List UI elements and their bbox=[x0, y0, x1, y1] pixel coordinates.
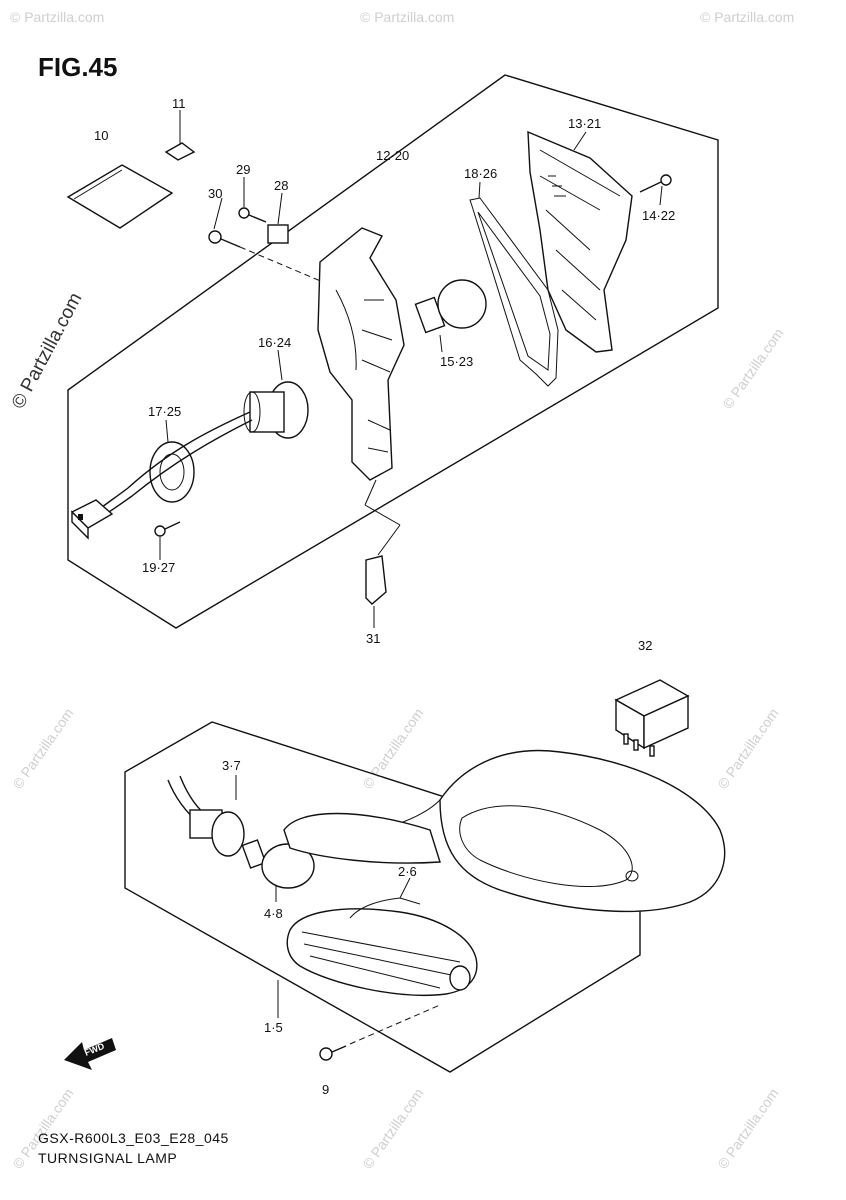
callout-3-7: 3·7 bbox=[222, 758, 241, 773]
wire-harness bbox=[95, 411, 251, 513]
rear-assembly-outline bbox=[124, 721, 641, 1073]
watermark-side: © Partzilla.com bbox=[8, 289, 87, 412]
callout-13-21: 13·21 bbox=[568, 116, 601, 131]
lens-gasket-part bbox=[469, 197, 559, 387]
grommet-part bbox=[149, 441, 195, 503]
callout-11: 11 bbox=[172, 96, 186, 111]
watermark: © Partzilla.com bbox=[714, 1085, 781, 1171]
callout-19-27: 19·27 bbox=[142, 560, 175, 575]
forward-arrow-icon: FWD bbox=[64, 1038, 116, 1070]
rear-bulb-socket bbox=[189, 809, 245, 857]
watermark: © Partzilla.com bbox=[719, 325, 786, 411]
callout-30: 30 bbox=[208, 186, 222, 201]
watermark: © Partzilla.com bbox=[9, 705, 76, 791]
watermark: © Partzilla.com bbox=[360, 9, 454, 25]
clip-part bbox=[365, 555, 387, 605]
rear-fender-housing bbox=[329, 749, 726, 913]
watermark: © Partzilla.com bbox=[10, 9, 104, 25]
figure-title: FIG.45 bbox=[38, 52, 118, 82]
bulb-socket-part bbox=[243, 381, 309, 439]
front-assembly-outline bbox=[67, 74, 719, 629]
callout-31: 31 bbox=[366, 631, 380, 646]
rear-lens-part bbox=[286, 897, 478, 996]
watermark: © Partzilla.com bbox=[700, 9, 794, 25]
callout-32: 32 bbox=[638, 638, 652, 653]
bulb-part bbox=[414, 279, 487, 334]
callout-16-24: 16·24 bbox=[258, 335, 291, 350]
callout-14-22: 14·22 bbox=[642, 208, 675, 223]
screw-icon bbox=[319, 1045, 347, 1061]
lamp-housing-bracket bbox=[317, 227, 405, 481]
callout-layer: 10 11 29 30 28 12·20 13·21 18·26 14·22 1… bbox=[94, 96, 675, 1097]
callout-2-6: 2·6 bbox=[398, 864, 417, 879]
callout-29: 29 bbox=[236, 162, 250, 177]
watermark: © Partzilla.com bbox=[714, 705, 781, 791]
pad-part bbox=[164, 142, 196, 161]
relay-part bbox=[614, 679, 690, 757]
figure-caption: TURNSIGNAL LAMP bbox=[38, 1150, 178, 1166]
screw-icon bbox=[238, 207, 267, 223]
front-lens-part bbox=[527, 130, 633, 353]
label-sheet-part bbox=[66, 164, 174, 229]
callout-12-20: 12·20 bbox=[376, 148, 409, 163]
watermark: © Partzilla.com bbox=[359, 1085, 426, 1171]
watermark: © Partzilla.com bbox=[359, 705, 426, 791]
screw-icon bbox=[208, 230, 241, 248]
callout-4-8: 4·8 bbox=[264, 906, 283, 921]
callout-9: 9 bbox=[322, 1082, 329, 1097]
callout-15-23: 15·23 bbox=[440, 354, 473, 369]
callout-18-26: 18·26 bbox=[464, 166, 497, 181]
callout-1-5: 1·5 bbox=[264, 1020, 283, 1035]
callout-28: 28 bbox=[274, 178, 288, 193]
model-code: GSX-R600L3_E03_E28_045 bbox=[38, 1130, 229, 1146]
rear-lamp-arm bbox=[283, 812, 441, 864]
callout-17-25: 17·25 bbox=[148, 404, 181, 419]
callout-10: 10 bbox=[94, 128, 108, 143]
rear-bulb-part bbox=[241, 839, 315, 889]
screw-icon bbox=[639, 174, 672, 193]
clip-nut-part bbox=[267, 224, 289, 244]
screw-icon bbox=[154, 521, 181, 537]
connector-part bbox=[70, 499, 114, 540]
